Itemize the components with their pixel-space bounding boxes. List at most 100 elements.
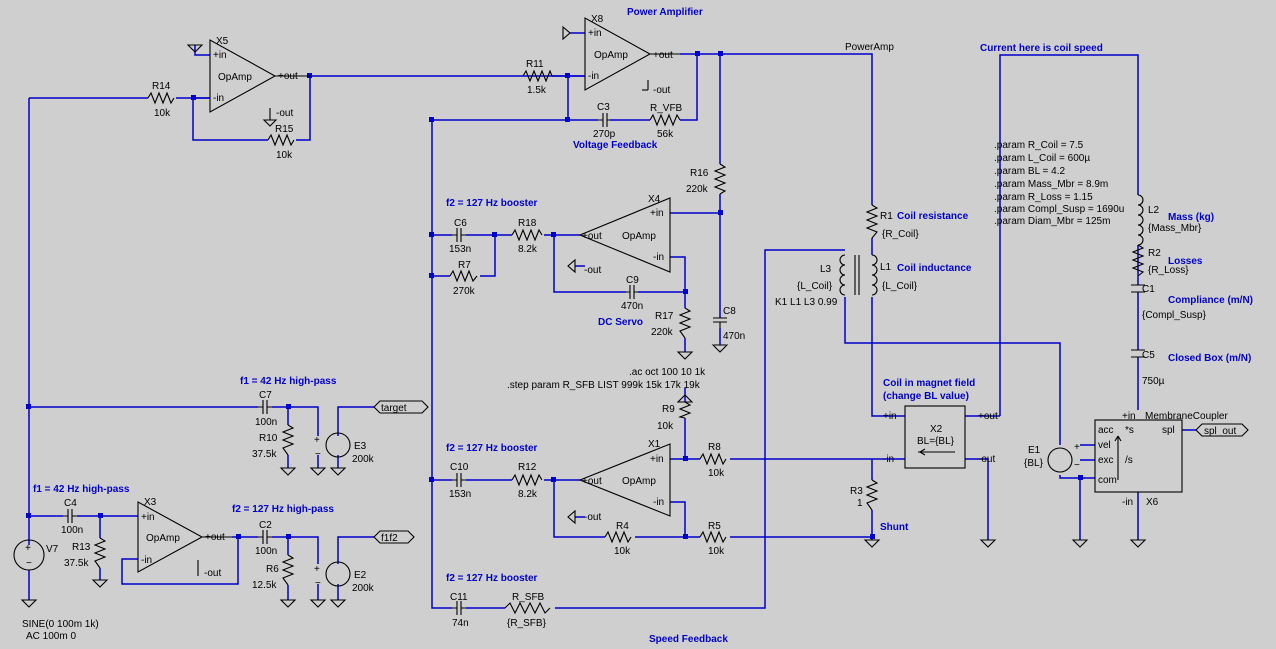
vcvs-e1[interactable]: + − E1 {BL} xyxy=(1024,442,1080,473)
svg-text:153n: 153n xyxy=(449,489,471,500)
opamp-x1[interactable]: X1 +in -in OpAmp +out -out xyxy=(578,439,671,523)
svg-text:OpAmp: OpAmp xyxy=(594,50,628,61)
capacitor-c8[interactable]: C8 470n xyxy=(713,306,745,342)
svg-text:−: − xyxy=(315,578,321,589)
svg-text:V7: V7 xyxy=(46,544,59,555)
svg-text:470n: 470n xyxy=(723,331,745,342)
svg-text:Current here is coil speed: Current here is coil speed xyxy=(980,43,1103,54)
svg-text:com: com xyxy=(1098,475,1117,486)
svg-text:+in: +in xyxy=(588,28,602,39)
svg-text:f2 = 127 Hz high-pass: f2 = 127 Hz high-pass xyxy=(232,504,334,515)
resistor-r5[interactable]: R5 10k xyxy=(699,521,727,557)
svg-text:R_SFB: R_SFB xyxy=(512,592,545,603)
svg-text:K1 L1 L3 0.99: K1 L1 L3 0.99 xyxy=(775,297,838,308)
resistor-r13[interactable]: R13 37.5k xyxy=(64,537,107,569)
resistor-r15[interactable]: R15 10k xyxy=(267,124,295,161)
svg-text:E1: E1 xyxy=(1028,445,1041,456)
svg-text:37.5k: 37.5k xyxy=(64,558,89,569)
block-x6[interactable]: +in MembraneCoupler acc vel exc com *s /… xyxy=(1094,411,1228,508)
svg-text:(change BL value): (change BL value) xyxy=(883,391,969,402)
svg-text:Losses: Losses xyxy=(1168,256,1203,267)
capacitor-c10[interactable]: C10 153n xyxy=(449,462,471,500)
resistor-r7[interactable]: R7 270k xyxy=(449,260,478,297)
block-x2[interactable]: +in -in +out -out X2 BL={BL} xyxy=(883,405,998,469)
junctions xyxy=(26,51,1083,539)
svg-text:270k: 270k xyxy=(453,286,476,297)
resistor-r10[interactable]: R10 37.5k xyxy=(252,424,295,460)
opamp-x5[interactable]: X5 +in -in OpAmp +out -out xyxy=(209,36,310,127)
resistor-r8[interactable]: R8 10k xyxy=(699,442,727,479)
svg-text:270p: 270p xyxy=(593,129,616,140)
svg-text:220k: 220k xyxy=(651,327,674,338)
capacitor-c11[interactable]: C11 74n xyxy=(450,592,469,629)
svg-text:spl_out: spl_out xyxy=(1204,426,1236,437)
inductor-l3[interactable]: L3 {L_Coil} K1 L1 L3 0.99 xyxy=(775,254,860,308)
svg-text:R8: R8 xyxy=(708,442,721,453)
svg-text:R6: R6 xyxy=(266,564,279,575)
resistor-r17[interactable]: R17 220k xyxy=(651,307,692,339)
svg-text:.param Compl_Susp = 1690u: .param Compl_Susp = 1690u xyxy=(994,204,1124,215)
resistor-r-sfb[interactable]: R_SFB {R_SFB} xyxy=(504,592,551,629)
svg-text:74n: 74n xyxy=(452,618,469,629)
resistor-r16[interactable]: R16 220k xyxy=(686,163,727,195)
svg-text:{R_Loss}: {R_Loss} xyxy=(1148,265,1189,276)
svg-text:X3: X3 xyxy=(144,497,157,508)
capacitor-c3[interactable]: C3 270p xyxy=(593,102,616,140)
resistor-r14[interactable]: R14 10k xyxy=(147,81,175,119)
svg-text:C3: C3 xyxy=(597,102,610,113)
svg-text:R4: R4 xyxy=(616,521,629,532)
resistor-r12[interactable]: R12 8.2k xyxy=(511,462,543,500)
vcvs-e3[interactable]: + − E3 200k xyxy=(314,432,375,465)
capacitor-c2[interactable]: C2 100n xyxy=(255,520,277,557)
svg-text:153n: 153n xyxy=(449,244,471,255)
svg-text:Coil resistance: Coil resistance xyxy=(897,211,969,222)
svg-text:C1: C1 xyxy=(1142,284,1155,295)
svg-text:12.5k: 12.5k xyxy=(252,580,277,591)
svg-text:C9: C9 xyxy=(626,275,639,286)
svg-text:{L_Coil}: {L_Coil} xyxy=(797,281,833,292)
capacitor-c5[interactable]: C5 750µ xyxy=(1131,349,1165,387)
capacitor-c7[interactable]: C7 100n xyxy=(255,390,277,428)
svg-text:-in: -in xyxy=(141,555,152,566)
svg-text:-out: -out xyxy=(584,265,601,276)
opamp-x3[interactable]: X3 +in -in OpAmp +out -out xyxy=(137,497,232,579)
resistor-r-vfb[interactable]: R_VFB 56k xyxy=(649,103,683,140)
svg-text:-in: -in xyxy=(883,454,894,465)
svg-text:X4: X4 xyxy=(648,194,661,205)
resistor-r11[interactable]: R11 1.5k xyxy=(522,59,553,96)
svg-text:.param Diam_Mbr = 125m: .param Diam_Mbr = 125m xyxy=(994,216,1110,227)
svg-text:MembraneCoupler: MembraneCoupler xyxy=(1145,411,1228,422)
svg-text:L1: L1 xyxy=(880,262,892,273)
inductor-l2[interactable]: L2 {Mass_Mbr} xyxy=(1137,194,1202,246)
capacitor-c6[interactable]: C6 153n xyxy=(449,218,471,255)
svg-text:-in: -in xyxy=(1122,497,1133,508)
svg-text:L3: L3 xyxy=(820,264,832,275)
svg-text:f2 = 127 Hz booster: f2 = 127 Hz booster xyxy=(446,573,538,584)
svg-text:R_VFB: R_VFB xyxy=(650,103,683,114)
opamp-x4[interactable]: X4 +in -in OpAmp +out -out xyxy=(578,194,671,276)
svg-text:E2: E2 xyxy=(354,570,367,581)
resistor-r9[interactable]: R9 10k xyxy=(657,401,692,432)
svg-text:R12: R12 xyxy=(518,462,537,473)
svg-text:−: − xyxy=(26,558,32,569)
resistor-r18[interactable]: R18 8.2k xyxy=(511,218,543,255)
svg-text:L2: L2 xyxy=(1148,205,1160,216)
resistor-r1[interactable]: R1 {R_Coil} xyxy=(865,204,919,240)
resistor-r6[interactable]: R6 12.5k xyxy=(252,554,295,591)
svg-text:-out: -out xyxy=(978,454,995,465)
voltage-source-v7[interactable]: + − V7 SINE(0 100m 1k) AC 100m 0 xyxy=(13,539,99,642)
vcvs-e2[interactable]: + − E2 200k xyxy=(314,561,375,594)
inductor-l1[interactable]: L1 {L_Coil} xyxy=(871,254,918,296)
resistor-r4[interactable]: R4 10k xyxy=(604,521,632,557)
capacitor-c4[interactable]: C4 100n xyxy=(61,498,83,536)
svg-text:−: − xyxy=(1074,460,1080,471)
capacitor-c9[interactable]: C9 470n xyxy=(621,275,643,312)
resistor-r3[interactable]: R3 1 xyxy=(850,479,879,511)
svg-text:-out: -out xyxy=(653,85,670,96)
opamp-x8[interactable]: X8 +in -in OpAmp +out -out xyxy=(584,14,680,96)
svg-text:f1 = 42 Hz high-pass: f1 = 42 Hz high-pass xyxy=(240,376,337,387)
capacitor-c1[interactable]: C1 {Compl_Susp} xyxy=(1131,284,1207,321)
resistor-r2[interactable]: R2 {R_Loss} xyxy=(1131,244,1189,277)
svg-text:R10: R10 xyxy=(259,433,278,444)
svg-text:C4: C4 xyxy=(64,498,77,509)
